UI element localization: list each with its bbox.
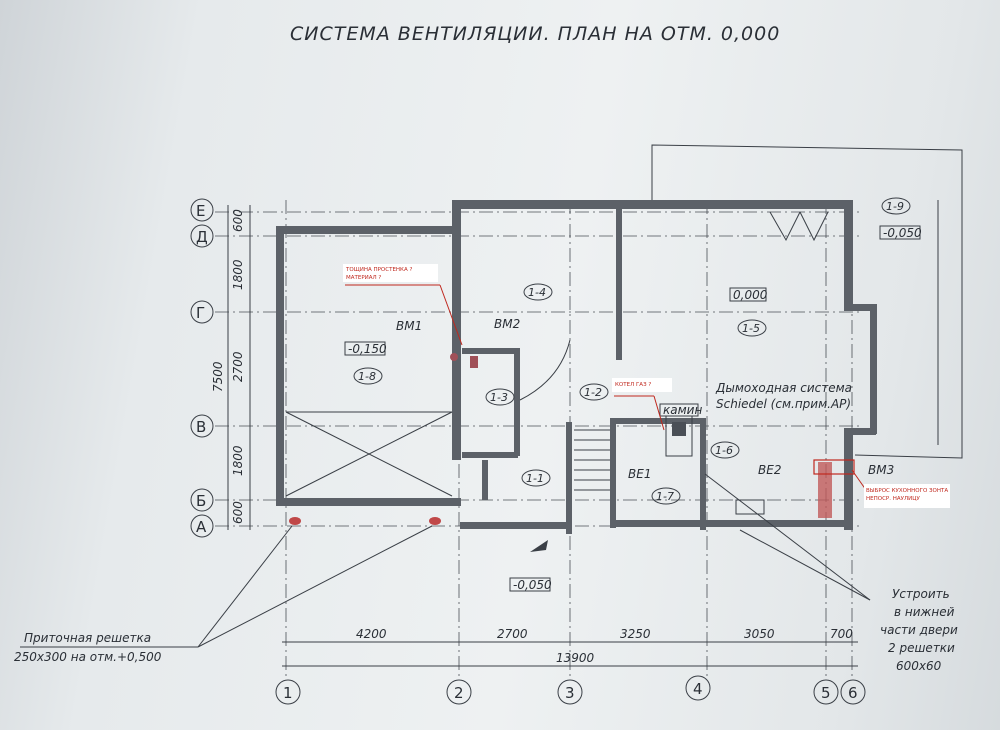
axis-A: А (196, 518, 207, 536)
axis-5: 5 (821, 684, 831, 702)
axis-2: 2 (454, 684, 464, 702)
svg-text:1-6: 1-6 (715, 444, 733, 457)
vm3-label: ВМ3 (868, 463, 894, 477)
col-axis-markers: 1 2 3 4 5 6 (275, 675, 866, 705)
svg-text:600х60: 600х60 (896, 659, 942, 673)
row-dimensions: 600 1800 2700 1800 600 7500 (211, 205, 251, 530)
svg-text:600: 600 (231, 501, 245, 524)
axis-E: Е (196, 202, 205, 220)
svg-text:4200: 4200 (356, 627, 387, 641)
svg-text:1-3: 1-3 (490, 391, 508, 404)
svg-text:Дымоходная система: Дымоходная система (715, 381, 852, 395)
svg-text:3250: 3250 (620, 627, 651, 641)
terrace-outline (651, 144, 963, 459)
ve1-label: ВЕ1 (628, 467, 651, 481)
axis-V: В (196, 418, 206, 436)
axis-6: 6 (848, 684, 858, 702)
svg-text:в нижней: в нижней (894, 605, 955, 619)
svg-text:3050: 3050 (744, 627, 775, 641)
svg-text:1-8: 1-8 (358, 370, 376, 383)
vent-units: ВМ1 ВМ2 ВЕ1 ВЕ2 ВМ3 (396, 317, 894, 518)
grille-right (429, 517, 441, 525)
svg-text:600: 600 (231, 209, 245, 232)
svg-text:ВЫБРОС КУХОННОГО ЗОНТА: ВЫБРОС КУХОННОГО ЗОНТА (866, 488, 948, 494)
svg-text:1-9: 1-9 (886, 200, 904, 213)
grille-callout: Приточная решетка 250х300 на отм.+0,500 (14, 631, 162, 664)
axis-grid (215, 200, 860, 680)
note-wall: ТОЩИНА ПРОСТЕНКА ? МАТЕРИАЛ ? (343, 264, 438, 282)
svg-text:Приточная решетка: Приточная решетка (24, 631, 151, 645)
vm1-label: ВМ1 (396, 319, 422, 333)
chimney-block: камин Дымоходная система Schiedel (см.пр… (659, 381, 852, 457)
door-arc (519, 339, 571, 401)
sink (735, 499, 765, 515)
svg-text:ТОЩИНА ПРОСТЕНКА ?: ТОЩИНА ПРОСТЕНКА ? (345, 267, 412, 273)
svg-text:МАТЕРИАЛ ?: МАТЕРИАЛ ? (346, 275, 381, 281)
walls (276, 200, 877, 534)
axis-B: Б (196, 492, 206, 510)
svg-text:2700: 2700 (497, 627, 528, 641)
svg-text:-0,050: -0,050 (513, 578, 552, 592)
svg-text:1-2: 1-2 (584, 386, 602, 399)
svg-text:-0,150: -0,150 (348, 342, 387, 356)
svg-text:1800: 1800 (231, 445, 245, 476)
axis-4: 4 (693, 680, 703, 698)
svg-text:1-1: 1-1 (526, 472, 544, 485)
col-dimensions: 4200 2700 3250 3050 700 13900 (282, 627, 858, 667)
svg-text:7500: 7500 (211, 361, 225, 392)
svg-text:1-4: 1-4 (528, 286, 546, 299)
svg-text:КОТЕЛ ГАЗ ?: КОТЕЛ ГАЗ ? (615, 382, 651, 388)
stairs (574, 429, 610, 491)
entrance-arrow (530, 540, 548, 552)
svg-text:700: 700 (830, 627, 853, 641)
note-boiler: КОТЕЛ ГАЗ ? (612, 378, 672, 392)
note-hood: ВЫБРОС КУХОННОГО ЗОНТА НЕПОСР. НАУЛИЦУ (864, 484, 950, 508)
svg-text:Устроить: Устроить (892, 587, 950, 601)
svg-text:2 решетки: 2 решетки (888, 641, 955, 655)
axis-D: Д (196, 228, 208, 246)
room-labels: 1-8 1-4 1-3 1-2 1-1 1-5 1-6 1-7 1-9 (353, 197, 911, 505)
door-callout: Устроить в нижней части двери 2 решетки … (880, 587, 958, 673)
level-marks: -0,150 -0,050 0,000 -0,050 (344, 225, 922, 592)
svg-text:1-5: 1-5 (742, 322, 760, 335)
axis-1: 1 (283, 684, 293, 702)
svg-text:1-7: 1-7 (656, 490, 674, 503)
svg-text:13900: 13900 (556, 651, 595, 665)
svg-text:0,000: 0,000 (733, 288, 768, 302)
vm2-label: ВМ2 (494, 317, 520, 331)
leaders (20, 284, 871, 648)
svg-text:-0,050: -0,050 (883, 226, 922, 240)
row-axis-markers: Е Д Г В Б А (190, 198, 214, 538)
svg-text:Schiedel (см.прим.АР): Schiedel (см.прим.АР) (716, 397, 851, 411)
svg-text:НЕПОСР. НАУЛИЦУ: НЕПОСР. НАУЛИЦУ (866, 496, 920, 502)
axis-G: Г (196, 304, 205, 322)
svg-text:250х300 на отм.+0,500: 250х300 на отм.+0,500 (14, 650, 162, 664)
grille-left (289, 517, 301, 525)
ve2-label: ВЕ2 (758, 463, 781, 477)
svg-text:камин: камин (663, 403, 702, 417)
svg-text:1800: 1800 (231, 259, 245, 290)
axis-3: 3 (565, 684, 575, 702)
plan-title: СИСТЕМА ВЕНТИЛЯЦИИ. ПЛАН НА ОТМ. 0,000 (290, 23, 780, 45)
svg-text:2700: 2700 (231, 351, 245, 382)
svg-text:части двери: части двери (880, 623, 958, 637)
